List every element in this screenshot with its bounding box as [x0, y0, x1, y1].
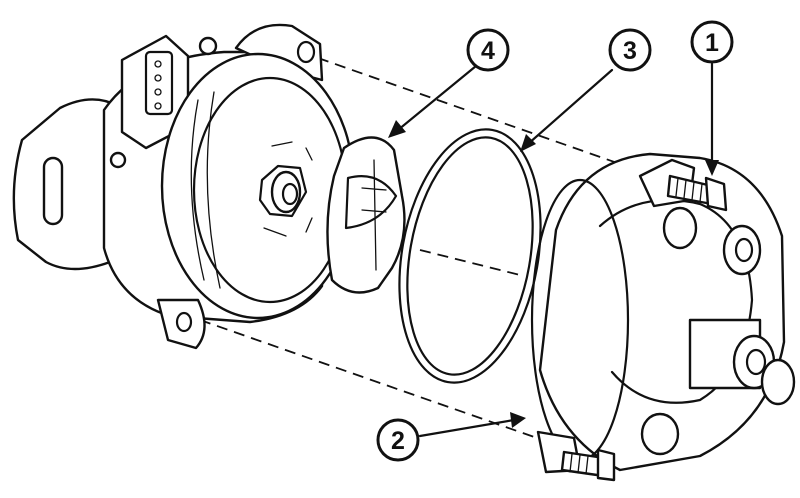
callout-2-label: 2 — [391, 427, 405, 455]
lower-screw-head — [596, 448, 616, 482]
upper-alignment-line — [317, 57, 661, 179]
lower-mounting-ear — [156, 298, 206, 350]
rotor — [326, 136, 406, 294]
housing-screw — [109, 151, 127, 169]
arrowhead-2 — [510, 412, 526, 428]
arrowhead-3 — [520, 134, 536, 152]
arrowhead-1 — [705, 160, 719, 176]
callout-4: 4 — [466, 28, 510, 72]
cap-outer-shell — [538, 152, 786, 472]
cap-terminal-tower — [722, 224, 762, 276]
center-alignment-line — [419, 249, 521, 276]
o-ring-outer — [398, 128, 542, 384]
callout-2-circle — [376, 418, 420, 462]
callout-1: 1 — [690, 20, 734, 64]
callout-leaders — [388, 62, 719, 438]
leader-4 — [396, 64, 478, 132]
leader-3 — [526, 68, 614, 146]
callout-3-label: 3 — [623, 37, 637, 65]
alignment-lines — [199, 57, 661, 447]
cap-terminal-tower — [760, 358, 796, 406]
callout-4-label: 4 — [481, 37, 495, 65]
connector-socket — [144, 50, 174, 116]
cap-screws — [560, 174, 728, 482]
arrowhead-4 — [388, 120, 406, 138]
o-ring-inner — [406, 136, 534, 376]
flange-slot — [42, 156, 64, 226]
leader-2 — [418, 418, 516, 438]
upper-ear-hole — [296, 40, 316, 64]
callout-2: 2 — [376, 418, 420, 462]
distributor-housing — [12, 23, 356, 350]
callout-1-label: 1 — [705, 29, 719, 57]
upper-screw-head — [704, 176, 728, 212]
housing-screw — [198, 36, 218, 56]
lower-ear-hole — [175, 311, 193, 333]
reluctor — [258, 164, 308, 218]
callout-3: 3 — [608, 28, 652, 72]
lower-alignment-line — [199, 319, 561, 447]
o-ring — [398, 128, 542, 384]
cap-terminal-tower — [640, 412, 680, 456]
cap-terminal-tower — [662, 206, 698, 250]
callout-1-circle — [690, 20, 734, 64]
distributor-cap — [530, 152, 796, 474]
rotor-body — [326, 136, 406, 294]
callout-4-circle — [466, 28, 510, 72]
rotor-contact — [344, 175, 398, 230]
callout-3-circle — [608, 28, 652, 72]
